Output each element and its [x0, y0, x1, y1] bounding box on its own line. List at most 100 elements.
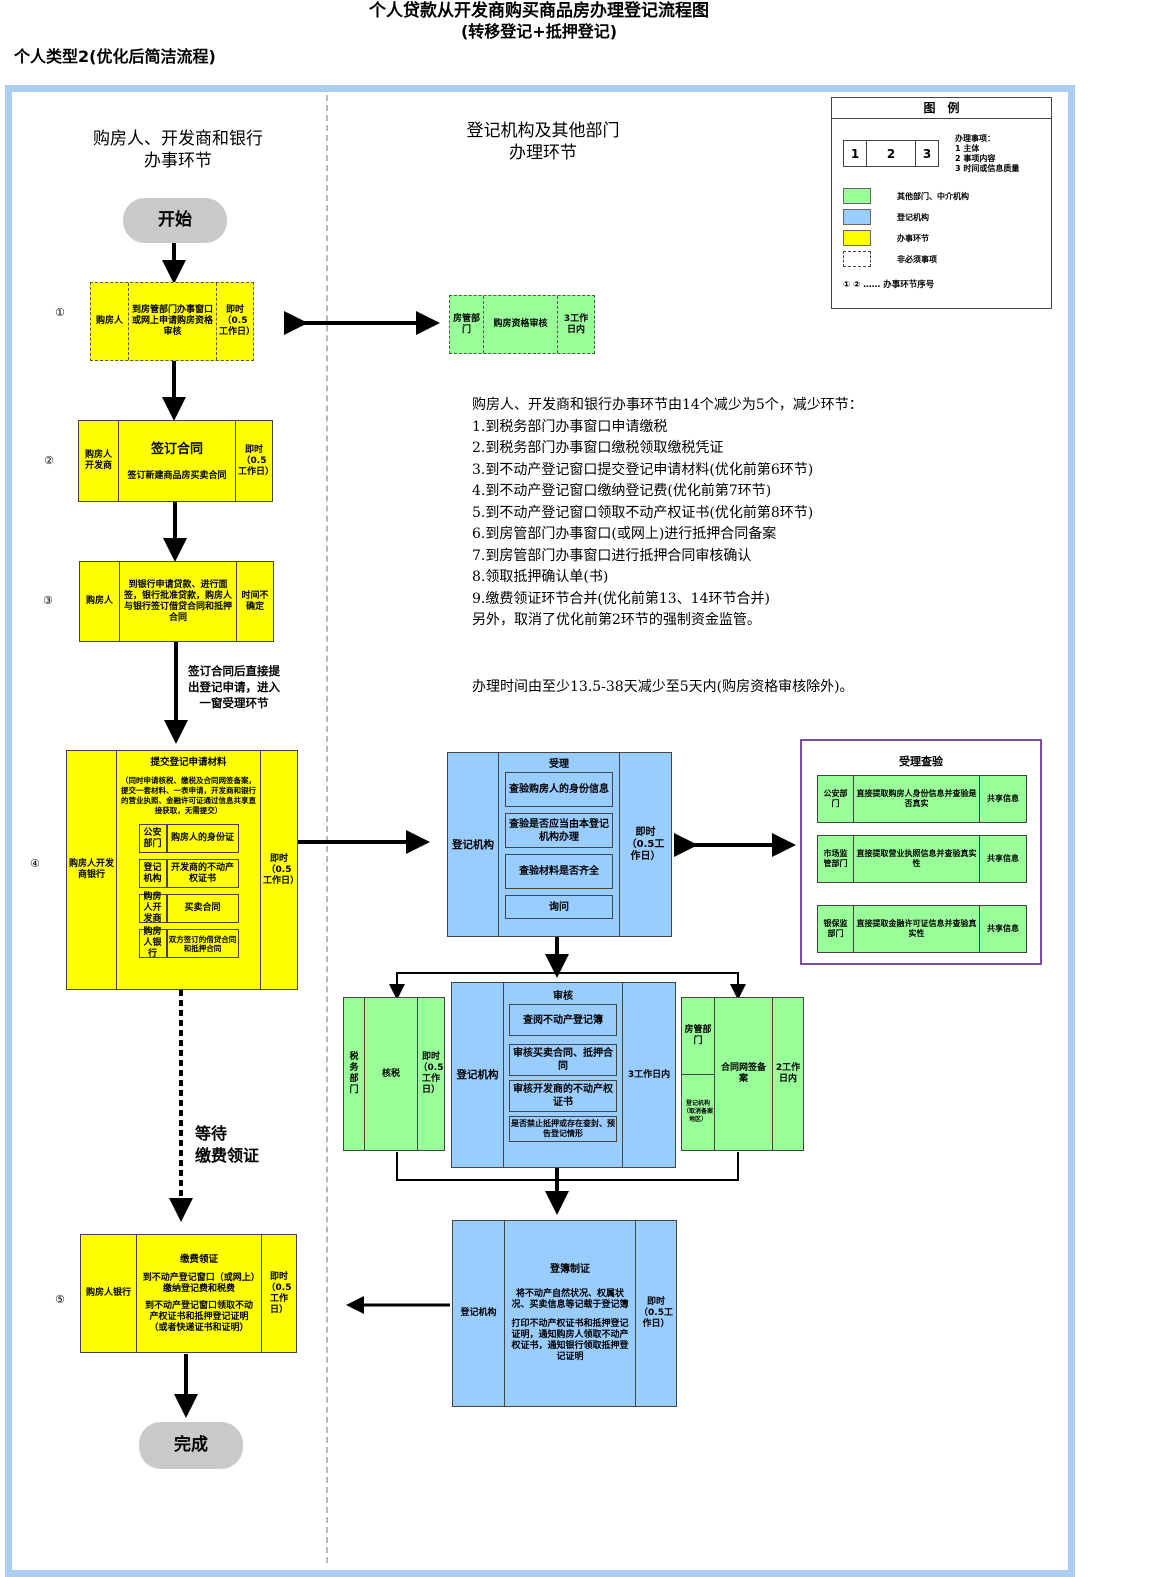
accept-item: 查验是否应当由本登记机构办理 [505, 813, 614, 848]
legend-cells: 1 2 3 [843, 140, 939, 167]
check-row: 银保监部门 直接提取金融许可证信息并查验真实性 共享信息 [817, 905, 1027, 953]
contract-time: 2工作日内 [775, 1063, 801, 1084]
accept-item: 查验购房人的身份信息 [505, 772, 614, 807]
legend-item: 其他部门、中介机构 [843, 188, 969, 204]
review-subject: 登记机构 [452, 983, 504, 1167]
check-panel: 受理查验 公安部门 直接提取购房人身份信息并查验是否真实 共享信息 市场监管部门… [800, 739, 1042, 965]
start-node: 开始 [123, 198, 227, 243]
legend-swatch [843, 251, 871, 267]
legend-swatch [843, 230, 871, 246]
step-number-1: ① [55, 306, 65, 319]
step1-time: 即时（0.5工作日） [219, 305, 256, 337]
step4-title: 提交登记申请材料 [150, 757, 227, 768]
tax-dept: 税务部门 [344, 998, 365, 1150]
housing-check-content: 购房资格审核 [484, 296, 558, 353]
register-content1: 将不动产自然状况、权属状况、买卖信息等记载于登记簿 [511, 1289, 629, 1310]
step4-material-row: 购房人开发商 买卖合同 [138, 892, 239, 924]
tax-content: 核税 [365, 998, 418, 1150]
step2-content: 签订新建商品房买卖合同 [127, 470, 227, 481]
step4-material-row: 购房人银行 双方签订的借贷合同和抵押合同 [138, 927, 239, 959]
note-line: 购房人、开发商和银行办事环节由14个减少为5个，减少环节： [472, 397, 863, 413]
lane-divider [326, 95, 328, 1563]
housing-check-box: 房管部门 购房资格审核 3工作日内 [449, 295, 595, 354]
register-title: 登簿制证 [550, 1264, 590, 1275]
step3-subject: 购房人 [80, 562, 120, 641]
legend-title: 图 例 [832, 98, 1051, 119]
note-line: 另外，取消了优化前第2环节的强制资金监管。 [472, 612, 761, 628]
check-row: 市场监管部门 直接提取营业执照信息并查验真实性 共享信息 [817, 835, 1027, 883]
step5-title: 缴费领证 [179, 1253, 218, 1265]
legend-cell-desc: 办理事项： 1 主体 2 事项内容 3 时间或信息质量 [955, 134, 1020, 173]
legend-seq-label: ① ② …… 办事环节序号 [843, 280, 935, 290]
review-time: 3工作日内 [627, 1069, 671, 1080]
tax-time: 即时（0.5工作日） [418, 1052, 444, 1095]
register-content2: 打印不动产权证书和抵押登记证明，通知购房人领取不动产权证书，通知银行领取抵押登记… [511, 1319, 629, 1362]
register-time: 即时（0.5工作日） [639, 1297, 673, 1329]
step3-time: 时间不确定 [241, 590, 269, 612]
step4-subject: 购房人开发商银行 [67, 751, 117, 989]
legend-swatch [843, 188, 871, 204]
register-box: 登记机构 登簿制证 将不动产自然状况、权属状况、买卖信息等记载于登记簿 打印不动… [452, 1220, 677, 1407]
review-box: 登记机构 审核 查阅不动产登记簿 审核买卖合同、抵押合同 审核开发商的不动产权证… [451, 982, 676, 1168]
step5-content2: 到不动产登记窗口领取不动产权证书和抵押登记证明（或者快递证书和证明） [144, 1300, 253, 1333]
note-line: 3.到不动产登记窗口提交登记申请材料(优化前第6环节) [472, 461, 814, 478]
accept-item: 查验材料是否齐全 [505, 854, 614, 889]
accept-item: 询问 [505, 895, 614, 919]
note-line: 9.缴费领证环节合并(优化前第13、14环节合并) [472, 590, 770, 607]
step2-time: 即时（0.5工作日） [238, 444, 275, 477]
contract-dept-bottom: 登记机构（取消备案地区） [682, 1100, 713, 1124]
wait-note: 等待 缴费领证 [195, 1124, 260, 1165]
review-item: 是否禁止抵押或存在查封、预告登记情形 [509, 1116, 617, 1142]
note-line: 7.到房管部门办事窗口进行抵押合同审核确认 [472, 547, 752, 564]
accept-title: 受理 [549, 759, 570, 770]
step4-material-row: 登记机构 开发商的不动产权证书 [138, 859, 239, 888]
step5-box: 购房人银行 缴费领证 到不动产登记窗口（或网上）缴纳登记费和税费 到不动产登记窗… [80, 1234, 297, 1353]
note-line: 5.到不动产登记窗口领取不动产权证书(优化前第8环节) [472, 504, 814, 521]
legend-item: 办事环节 [843, 230, 969, 246]
step-number-3: ③ [43, 594, 53, 607]
page-subtitle: 个人类型2(优化后简洁流程) [14, 47, 216, 66]
legend-swatch [843, 209, 871, 225]
step2-box: 购房人开发商 签订合同 签订新建商品房买卖合同 即时（0.5工作日） [78, 420, 275, 502]
arrow-merge [396, 1152, 739, 1181]
step4-material-list: 公安部门 购房人的身份证 登记机构 开发商的不动产权证书 购房人开发商 买卖合同… [138, 824, 239, 959]
note-line: 2.到税务部门办事窗口缴税领取缴税凭证 [472, 440, 724, 456]
housing-check-dept: 房管部门 [450, 296, 484, 353]
step1-content: 到房管部门办事窗口或网上申请购房资格审核 [129, 283, 217, 360]
register-subject: 登记机构 [453, 1221, 505, 1406]
note-line: 8.领取抵押确认单(书) [472, 569, 609, 585]
step3-content: 到银行申请贷款、进行面签，银行批准贷款，购房人与银行签订借贷合同和抵押合同 [120, 562, 237, 641]
step-number-2: ② [44, 454, 54, 467]
lane-header-left: 购房人、开发商和银行 办事环节 [93, 129, 263, 171]
optimization-notes: 购房人、开发商和银行办事环节由14个减少为5个，减少环节： 1.到税务部门办事窗… [472, 395, 863, 632]
accept-time: 即时（0.5工作日） [626, 826, 665, 862]
housing-check-time: 3工作日内 [563, 313, 589, 335]
page-title: 个人贷款从开发商购买商品房办理登记流程图 [369, 1, 709, 21]
review-item: 查阅不动产登记簿 [509, 1004, 617, 1036]
step-number-4: ④ [30, 857, 40, 870]
lane-header-right: 登记机构及其他部门 办理环节 [466, 121, 620, 163]
contract-box: 房管部门 登记机构（取消备案地区） 合同网签备案 2工作日内 [681, 997, 804, 1151]
legend: 图 例 1 2 3 办理事项： 1 主体 2 事项内容 3 时间或信息质量 其他… [831, 97, 1052, 309]
note-line: 6.到房管部门办事窗口(或网上)进行抵押合同备案 [472, 526, 777, 542]
step4-content: （同时申请核税、缴税及合同网签备案，提交一套材料、一表申请，开发商和银行的营业执… [121, 776, 256, 815]
arrow-branch [396, 972, 739, 985]
step5-time: 即时（0.5工作日） [266, 1271, 292, 1315]
check-title: 受理查验 [899, 755, 943, 768]
step-number-5: ⑤ [55, 1293, 65, 1306]
tax-box: 税务部门 核税 即时（0.5工作日） [343, 997, 445, 1151]
contract-dept-top: 房管部门 [682, 998, 714, 1075]
accept-box: 登记机构 受理 查验购房人的身份信息 查验是否应当由本登记机构办理 查验材料是否… [447, 752, 672, 937]
step5-content1: 到不动产登记窗口（或网上）缴纳登记费和税费 [142, 1272, 256, 1294]
step1-box: 购房人 到房管部门办事窗口或网上申请购房资格审核 即时（0.5工作日） [90, 282, 256, 361]
note-line: 1.到税务部门办事窗口申请缴税 [472, 418, 668, 435]
review-item: 审核买卖合同、抵押合同 [509, 1044, 617, 1076]
accept-subject: 登记机构 [448, 753, 500, 936]
page-title-line2: (转移登记+抵押登记) [460, 22, 618, 41]
check-row: 公安部门 直接提取购房人身份信息并查验是否真实 共享信息 [817, 775, 1027, 823]
step5-subject: 购房人银行 [81, 1235, 137, 1352]
review-title: 审核 [553, 991, 573, 1002]
step2-title: 签订合同 [150, 441, 203, 457]
legend-item: 登记机构 [843, 209, 969, 225]
